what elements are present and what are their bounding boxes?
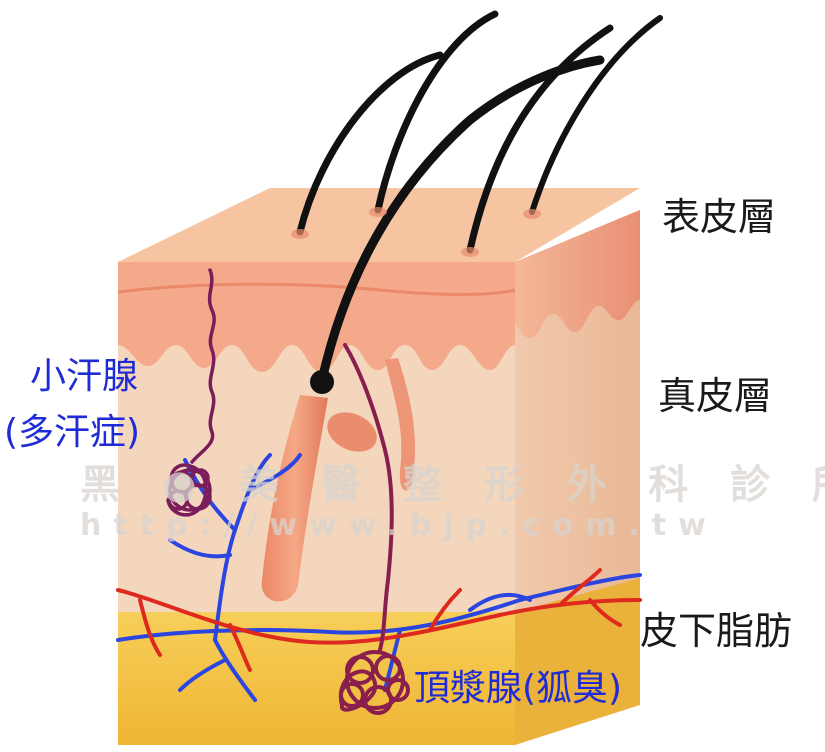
watermark-url: http://www.bjp.com.tw	[80, 508, 718, 543]
hair-bulb	[310, 370, 334, 394]
hair-follicle	[261, 358, 416, 602]
epidermis-front-band	[118, 262, 515, 372]
watermark-clinic-name: 黑 ● 美 醫 整 形 外 科 診 所	[80, 462, 825, 508]
label-hyperhidrosis: (多汗症)	[4, 412, 141, 453]
epidermis-stratum-line	[117, 282, 516, 296]
label-subcutaneous-fat: 皮下脂肪	[640, 609, 793, 653]
label-dermis: 真皮層	[658, 374, 773, 418]
label-apocrine-gland: 頂漿腺(狐臭)	[414, 668, 623, 709]
eccrine-gland	[166, 268, 216, 517]
apocrine-gland	[338, 343, 410, 715]
label-eccrine-gland: 小汗腺	[30, 356, 139, 397]
sebaceous-gland	[327, 412, 377, 452]
epidermis-side-band	[515, 210, 640, 338]
hair-strands	[296, 10, 663, 385]
label-epidermis: 表皮層	[662, 195, 777, 239]
hair-pores	[291, 207, 541, 257]
